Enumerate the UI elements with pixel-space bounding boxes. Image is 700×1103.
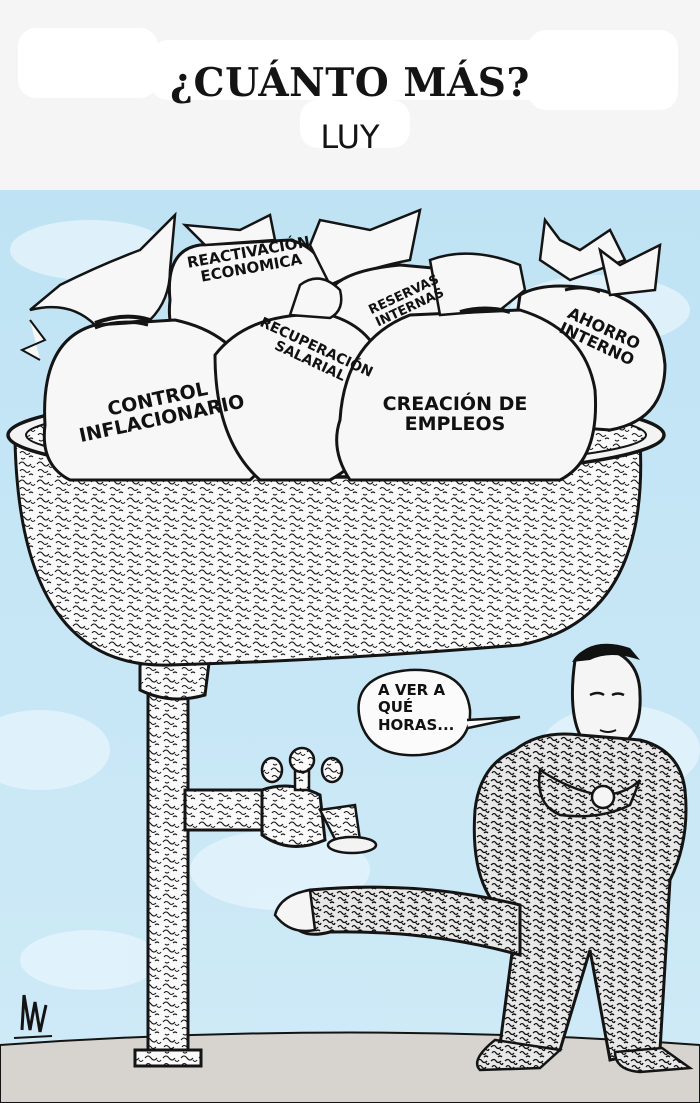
- artist-signature-mark: [13, 994, 53, 1039]
- man-checking-watch: [273, 643, 694, 1074]
- speech-bubble-text: A VER A QUÉ HORAS...: [378, 681, 455, 734]
- sack-label-creacion-de-empleos: CREACIÓN DE EMPLEOS: [382, 393, 528, 435]
- banner-cloud: [150, 40, 550, 100]
- banner-cloud: [528, 30, 678, 110]
- faucet-pipe: [183, 788, 267, 832]
- banner-cloud: [300, 100, 410, 148]
- faucet: [260, 746, 378, 855]
- banner-cloud: [18, 28, 158, 98]
- money-sacks: [19, 207, 667, 482]
- drain-pipe: [146, 683, 190, 1067]
- cartoon-author: LUY: [320, 118, 380, 156]
- speech-bubble-shape: [357, 668, 521, 757]
- ground: [0, 1031, 700, 1103]
- title-banner: ¿CUÁNTO MÁS? LUY: [0, 0, 700, 190]
- cartoon-scene: CONTROL INFLACIONARIO REACTIVACIÓN ECONO…: [0, 190, 700, 1103]
- cartoon-illustration: [0, 190, 700, 1103]
- cartoon-title: ¿CUÁNTO MÁS?: [170, 60, 530, 106]
